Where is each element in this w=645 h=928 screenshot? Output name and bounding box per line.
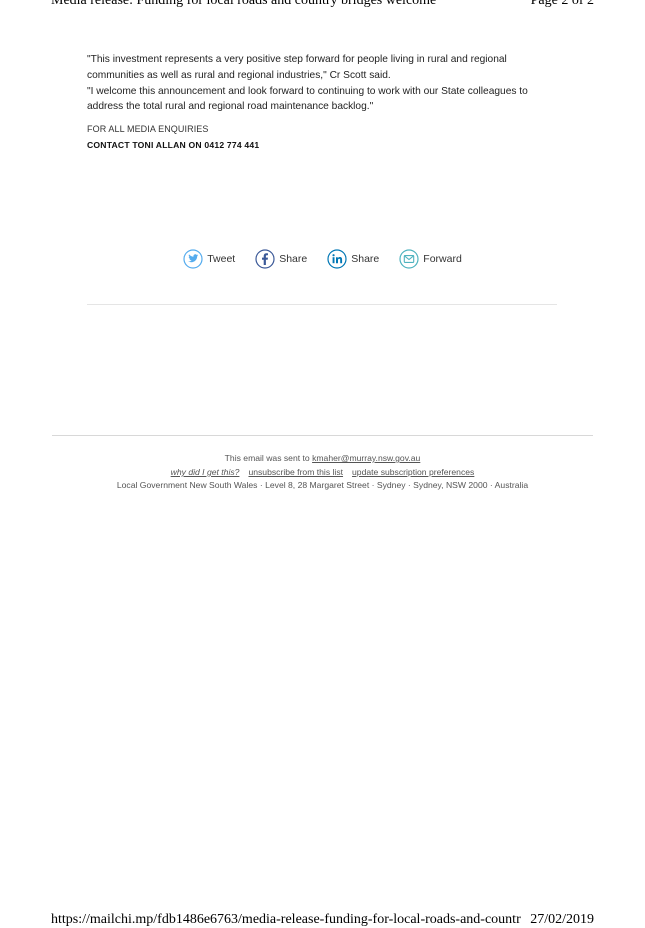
forward-label: Forward [423,253,462,265]
subscription-links: why did I get this? unsubscribe from this… [0,467,645,477]
print-header-title: Media release: Funding for local roads a… [51,0,437,8]
facebook-share-label: Share [279,253,308,265]
linkedin-icon [327,249,347,269]
print-header-page: Page 2 of 2 [530,0,594,8]
print-footer-url: https://mailchi.mp/fdb1486e6763/media-re… [51,912,521,927]
facebook-icon [255,249,275,269]
media-enquiries-label: FOR ALL MEDIA ENQUIRIES [87,124,209,134]
unsubscribe-link[interactable]: unsubscribe from this list [248,467,344,477]
print-header: Media release: Funding for local roads a… [51,0,594,9]
social-share-bar: Tweet Share Share [0,249,645,269]
recipient-email-link[interactable]: kmaher@murray.nsw.gov.au [312,453,421,463]
envelope-icon [399,249,419,269]
sent-to-line: This email was sent to kmaher@murray.nsw… [0,453,645,463]
footer-divider [52,435,593,436]
quote-paragraph-1: "This investment represents a very posit… [87,54,507,81]
content-divider [87,304,557,305]
linkedin-share-label: Share [351,253,380,265]
twitter-icon [183,249,203,269]
update-preferences-link[interactable]: update subscription preferences [352,467,475,477]
sender-address: Local Government New South Wales · Level… [116,480,529,490]
tweet-label: Tweet [207,253,236,265]
tweet-button[interactable]: Tweet [183,249,235,269]
body-text: "This investment represents a very posit… [87,52,557,115]
print-footer-date: 27/02/2019 [530,912,594,927]
quote-paragraph-2: "I welcome this announcement and look fo… [87,85,528,113]
facebook-share-button[interactable]: Share [255,249,307,269]
why-did-i-get-this-link[interactable]: why did I get this? [170,467,240,477]
sent-to-prefix: This email was sent to [224,453,310,463]
forward-button[interactable]: Forward [399,249,462,269]
media-contact: CONTACT TONI ALLAN ON 0412 774 441 [87,140,260,150]
linkedin-share-button[interactable]: Share [327,249,379,269]
print-footer: https://mailchi.mp/fdb1486e6763/media-re… [51,912,594,928]
